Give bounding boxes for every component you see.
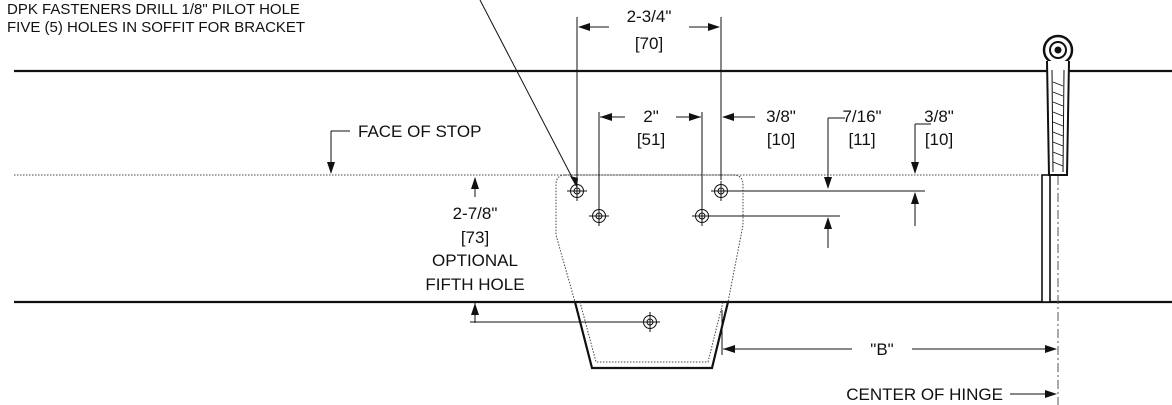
bracket-outline	[555, 174, 744, 303]
dim-c-frac: 3/8"	[924, 107, 954, 126]
fastener-hole-lower-left	[589, 206, 609, 226]
dim-overall-mm: [70]	[635, 34, 663, 53]
optional-fifth-hole	[640, 312, 660, 332]
dim-vert-frac: 2-7/8"	[453, 204, 498, 223]
face-of-stop-label: FACE OF STOP	[358, 122, 481, 141]
callout-line-2: FIVE (5) HOLES IN SOFFIT FOR BRACKET	[7, 19, 305, 36]
dim-a-mm: [10]	[767, 130, 795, 149]
dim-b-frac: 7/16"	[842, 107, 881, 126]
stop-block	[1041, 174, 1051, 303]
dim-c-mm: [10]	[925, 130, 953, 149]
bracket-plate-inner	[579, 301, 724, 363]
dim-a-frac: 3/8"	[766, 107, 796, 126]
callout-leader	[479, 0, 576, 184]
dim-vert-mm: [73]	[461, 228, 489, 247]
dim-b-mm: [11]	[848, 130, 875, 149]
fastener-hole-upper-right	[711, 181, 731, 201]
callout-line-1: DPK FASTENERS DRILL 1/8" PILOT HOLE	[7, 1, 300, 18]
dim-overall-frac: 2-3/4"	[627, 7, 672, 26]
hinge-icon	[1042, 34, 1074, 176]
dim-inner-mm: [51]	[637, 130, 665, 149]
bracket-plate	[573, 301, 730, 370]
dim-inner-frac: 2"	[643, 107, 659, 126]
center-of-hinge-label: CENTER OF HINGE	[846, 385, 1003, 404]
fastener-hole-lower-right	[692, 206, 712, 226]
fifth-hole-label: FIFTH HOLE	[425, 275, 524, 294]
dim-b-label: "B"	[870, 340, 893, 359]
optional-label: OPTIONAL	[432, 251, 518, 270]
